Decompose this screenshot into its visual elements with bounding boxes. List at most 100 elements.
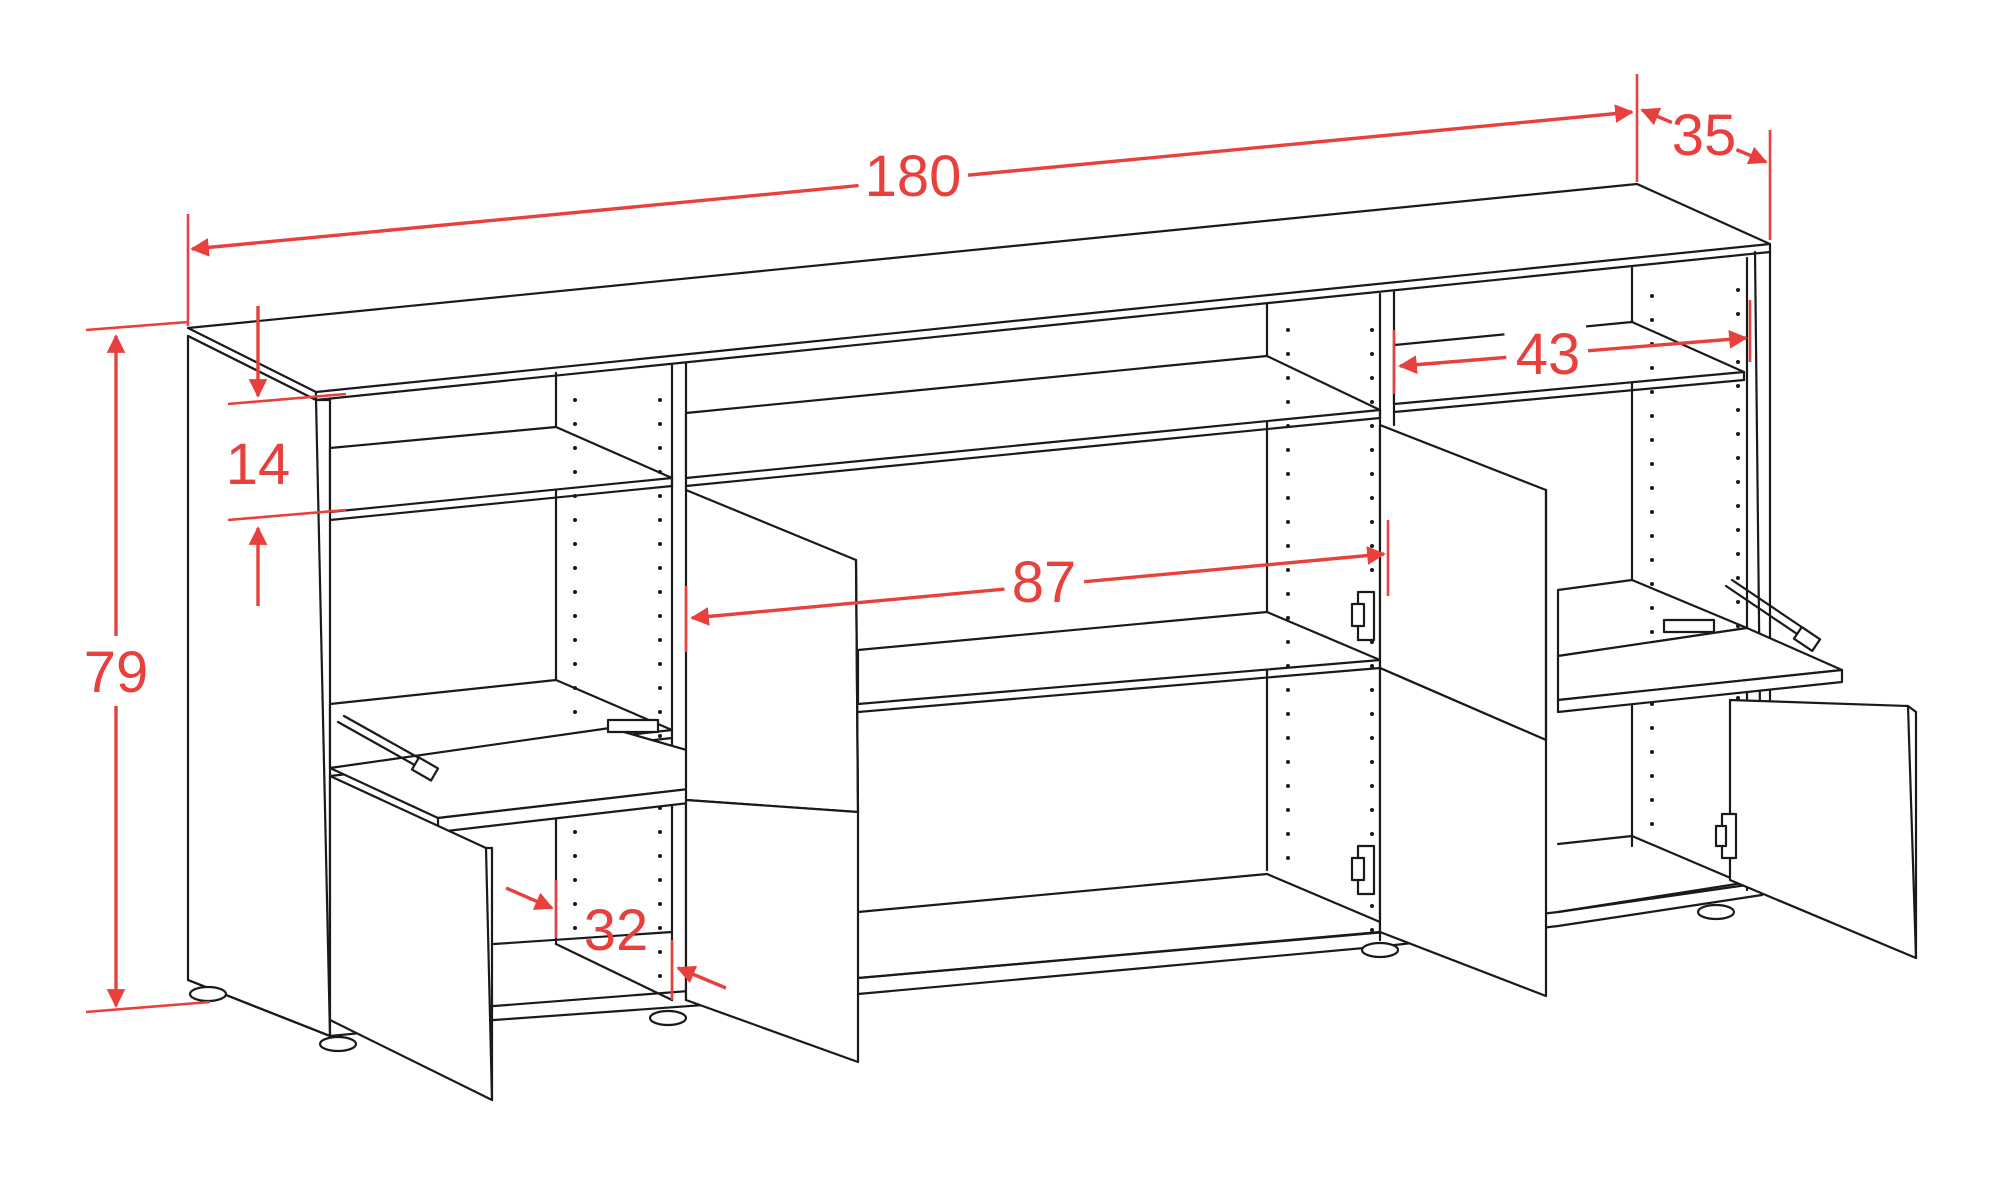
pin-hole	[573, 446, 577, 450]
dim-depth: 35	[1640, 96, 1772, 240]
pin-hole	[1286, 448, 1290, 452]
pin-hole	[1650, 726, 1654, 730]
pin-hole	[1286, 352, 1290, 356]
dim-compartment-width: 87	[684, 520, 1390, 652]
pin-hole	[1370, 448, 1374, 452]
pin-hole	[573, 566, 577, 570]
pin-hole	[1370, 376, 1374, 380]
pin-hole	[1286, 712, 1290, 716]
pin-hole	[658, 590, 662, 594]
pin-hole	[1650, 582, 1654, 586]
pin-hole	[1650, 462, 1654, 466]
pin-hole	[1736, 312, 1740, 316]
pin-hole	[1370, 808, 1374, 812]
pin-hole	[1286, 328, 1290, 332]
pin-hole	[1736, 696, 1740, 700]
pin-hole	[1736, 528, 1740, 532]
pin-hole	[573, 518, 577, 522]
pin-hole	[1736, 480, 1740, 484]
pin-hole	[573, 710, 577, 714]
pin-hole	[1286, 400, 1290, 404]
pin-hole	[658, 686, 662, 690]
pin-hole	[658, 470, 662, 474]
left-lower-shelf	[328, 678, 674, 770]
pin-hole	[1286, 688, 1290, 692]
pin-hole	[1736, 576, 1740, 580]
pin-hole	[1286, 520, 1290, 524]
pin-hole	[658, 446, 662, 450]
dim-side-shelf-width: 43	[1392, 300, 1752, 394]
pin-hole	[658, 974, 662, 978]
pin-hole	[573, 878, 577, 882]
pin-hole	[1650, 318, 1654, 322]
pin-hole	[1286, 544, 1290, 548]
pin-hole	[1736, 288, 1740, 292]
pin-hole	[1286, 784, 1290, 788]
shelf-height-label: 14	[226, 432, 291, 497]
height-label: 79	[84, 640, 149, 705]
pin-hole	[1370, 904, 1374, 908]
pin-hole	[573, 902, 577, 906]
pin-hole	[1370, 760, 1374, 764]
pin-hole	[658, 614, 662, 618]
pin-hole	[1286, 832, 1290, 836]
pin-hole	[1650, 510, 1654, 514]
pin-hole	[1736, 600, 1740, 604]
hinge-lower	[1350, 844, 1376, 896]
pin-hole	[573, 614, 577, 618]
pin-hole	[658, 542, 662, 546]
pin-hole	[1286, 664, 1290, 668]
pin-hole	[658, 518, 662, 522]
side-shelf-width-label: 43	[1516, 322, 1581, 387]
pin-hole	[1370, 712, 1374, 716]
center-right-lower-door	[1378, 666, 1548, 998]
pin-hole	[1370, 664, 1374, 668]
pin-hole	[1650, 414, 1654, 418]
pin-hole	[573, 662, 577, 666]
pin-hole	[1650, 630, 1654, 634]
pin-hole	[1650, 558, 1654, 562]
pin-hole	[1286, 640, 1290, 644]
pin-hole	[573, 542, 577, 546]
pin-hole	[573, 494, 577, 498]
pin-hole	[658, 830, 662, 834]
pin-hole	[1650, 774, 1654, 778]
pin-hole	[1736, 552, 1740, 556]
side-compartment-width-label: 32	[584, 898, 649, 963]
pin-hole	[573, 830, 577, 834]
right-flap-door	[1556, 578, 1844, 714]
pin-hole	[1736, 504, 1740, 508]
pin-hole	[1286, 592, 1290, 596]
pin-hole	[1286, 472, 1290, 476]
feet	[188, 903, 1736, 1053]
pin-hole	[658, 494, 662, 498]
pin-hole	[1370, 472, 1374, 476]
pin-hole	[1736, 360, 1740, 364]
pin-hole	[1650, 438, 1654, 442]
pin-hole	[658, 902, 662, 906]
width-label: 180	[865, 144, 962, 209]
pin-hole	[658, 638, 662, 642]
pin-hole	[658, 926, 662, 930]
pin-hole	[1286, 856, 1290, 860]
pin-hole	[573, 638, 577, 642]
pin-hole	[573, 398, 577, 402]
pin-hole	[1370, 688, 1374, 692]
dim-width: 180	[186, 74, 1639, 326]
pin-hole	[1286, 424, 1290, 428]
pin-hole	[573, 470, 577, 474]
pin-hole	[1370, 568, 1374, 572]
pin-hole	[1370, 832, 1374, 836]
pin-hole	[573, 590, 577, 594]
pin-hole	[658, 398, 662, 402]
pin-hole	[1650, 750, 1654, 754]
pin-hole	[658, 854, 662, 858]
center-left-upper-door	[684, 488, 860, 814]
right-lower-door	[1728, 698, 1918, 960]
pin-hole	[1650, 390, 1654, 394]
pin-hole	[1650, 534, 1654, 538]
pin-hole	[1650, 606, 1654, 610]
hinge-right	[1714, 812, 1738, 860]
